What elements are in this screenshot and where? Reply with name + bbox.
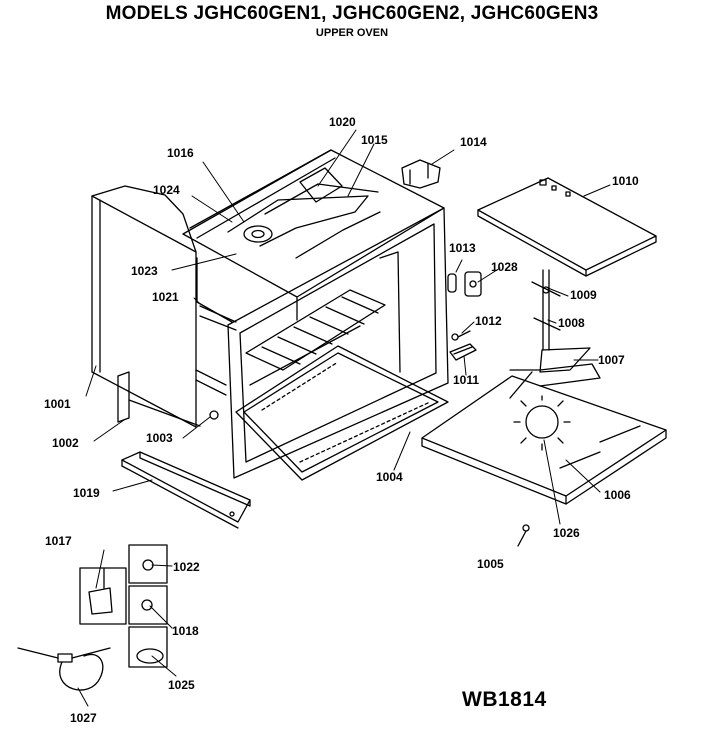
- hinge-1013: [447, 273, 457, 293]
- callout-1010: 1010: [612, 174, 639, 188]
- callout-1024: 1024: [153, 183, 180, 197]
- callout-1002: 1002: [52, 436, 79, 450]
- diagram-code: WB1814: [462, 688, 547, 711]
- callout-1003: 1003: [146, 431, 173, 445]
- switch-1028: [464, 271, 482, 297]
- front-frame: [227, 207, 449, 479]
- callout-1018: 1018: [172, 624, 199, 638]
- grommet-1003: [209, 410, 219, 420]
- callout-1016: 1016: [167, 146, 194, 160]
- box-1025: [128, 626, 168, 668]
- sensor-1027: [17, 647, 111, 691]
- top-cover-1010: [477, 177, 657, 277]
- element-1009: [531, 269, 591, 373]
- cavity-body: [195, 257, 298, 396]
- kick-plate-1019: [121, 451, 251, 529]
- callout-1026: 1026: [553, 526, 580, 540]
- callout-1027: 1027: [70, 711, 97, 725]
- callout-1008: 1008: [558, 316, 585, 330]
- callout-1022: 1022: [173, 560, 200, 574]
- bottom-pan-1004: [235, 345, 449, 481]
- callout-1019: 1019: [73, 486, 100, 500]
- callout-1017: 1017: [45, 534, 72, 548]
- callout-1007: 1007: [598, 353, 625, 367]
- callout-1028: 1028: [491, 260, 518, 274]
- callout-1014: 1014: [460, 135, 487, 149]
- callout-1013: 1013: [449, 241, 476, 255]
- callout-1021: 1021: [152, 290, 179, 304]
- bake-pan-1006: [421, 363, 667, 505]
- side-panel-1001: [91, 185, 197, 428]
- diagram-subtitle: UPPER OVEN: [315, 27, 389, 39]
- screw-1005: [517, 524, 530, 547]
- callout-1012: 1012: [475, 314, 502, 328]
- rail-1002: [117, 371, 201, 427]
- cavity-top: [182, 149, 445, 298]
- callout-1005: 1005: [477, 557, 504, 571]
- leader-lines: [77, 129, 611, 707]
- oven-rack: [245, 289, 386, 386]
- callout-labels: 1020 1015 1014 1016 1024 1010 1023 1013 …: [44, 115, 639, 725]
- screw-1012: [451, 330, 471, 341]
- latch-1011: [449, 343, 477, 361]
- diagram-title: MODELS JGHC60GEN1, JGHC60GEN2, JGHC60GEN…: [105, 3, 599, 24]
- box-1022: [128, 544, 168, 584]
- callout-1020: 1020: [329, 115, 356, 129]
- box-1017: [79, 567, 127, 625]
- callout-1006: 1006: [604, 488, 631, 502]
- box-1018: [128, 585, 168, 625]
- callout-1009: 1009: [570, 288, 597, 302]
- callout-1011: 1011: [453, 373, 479, 387]
- callout-1004: 1004: [376, 470, 403, 484]
- callout-1025: 1025: [168, 678, 195, 692]
- bracket-1014: [401, 159, 441, 189]
- callout-1015: 1015: [361, 133, 388, 147]
- callout-1023: 1023: [131, 264, 158, 278]
- callout-1001: 1001: [44, 397, 71, 411]
